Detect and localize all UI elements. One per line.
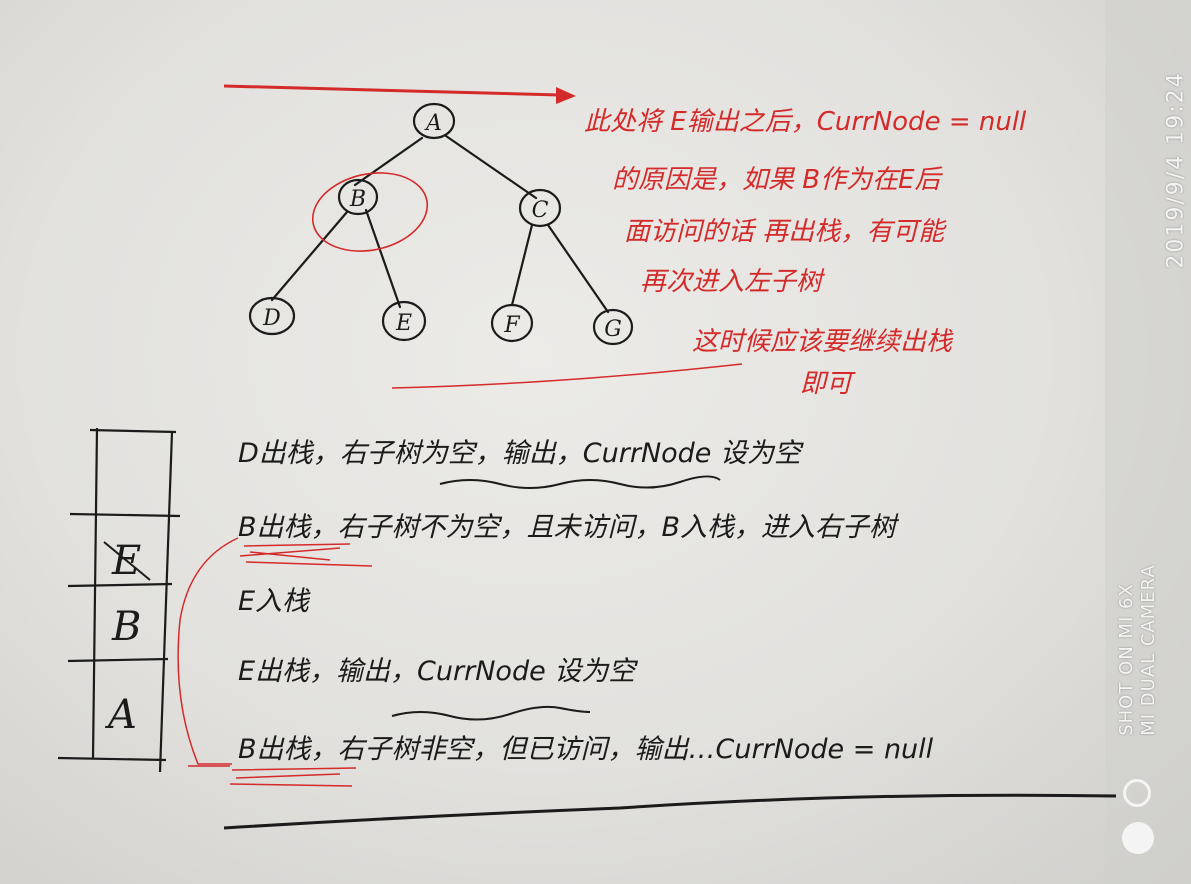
black-note-line-4: E出栈，输出，CurrNode 设为空 <box>238 656 638 687</box>
red-note-line-1: 此处将 E输出之后，CurrNode = null <box>584 107 1027 137</box>
camera-watermark: SHOT ON MI 6X MI DUAL CAMERA <box>1116 564 1160 736</box>
black-note-line-1: D出栈，右子树为空，输出，CurrNode 设为空 <box>238 438 804 469</box>
camera-dot-icon <box>1122 822 1154 854</box>
red-note-line-2: 的原因是，如果 B作为在E后 <box>612 165 944 195</box>
red-circle-around-b <box>311 172 429 252</box>
stack-drawing <box>57 427 181 773</box>
black-note-line-3: E入栈 <box>238 586 311 617</box>
tree-node-e: E <box>381 300 427 342</box>
stack-cell-a: A <box>104 692 137 738</box>
wavy-underline-1 <box>439 475 721 489</box>
tree-node-c-label: C <box>532 198 549 223</box>
red-note-line-4: 再次进入左子树 <box>640 267 825 297</box>
tree-node-b: B <box>337 178 379 216</box>
tree-node-d-label: D <box>262 306 281 331</box>
bottom-rule-line <box>223 793 1117 830</box>
photo-timestamp: 2019/9/4 19:24 <box>1163 71 1189 269</box>
red-underline-stroke <box>391 363 743 389</box>
black-note-line-5: B出栈，右子树非空，但已访问，输出…CurrNode = null <box>238 734 934 765</box>
watermark-line-1: SHOT ON MI 6X <box>1116 583 1137 736</box>
tree-node-f: F <box>490 303 534 343</box>
red-note-line-3: 面访问的话 再出栈，有可能 <box>624 217 947 247</box>
black-notes: D出栈，右子树为空，输出，CurrNode 设为空 B出栈，右子树不为空，且未访… <box>238 438 934 765</box>
red-arrow <box>223 84 576 104</box>
tree-node-e-label: E <box>395 311 412 336</box>
tree-node-c: C <box>518 188 562 228</box>
stack-cell-e-strike <box>103 541 151 581</box>
red-note-line-6: 即可 <box>800 369 856 399</box>
tree-node-g: G <box>592 308 634 346</box>
red-note-line-5: 这时候应该要继续出栈 <box>692 327 954 357</box>
tree-edges <box>270 134 610 314</box>
black-note-line-2: B出栈，右子树不为空，且未访问，B入栈，进入右子树 <box>238 512 900 543</box>
red-notes: 此处将 E输出之后，CurrNode = null 的原因是，如果 B作为在E后… <box>584 107 1027 399</box>
red-scribbles <box>177 537 373 787</box>
tree-node-d: D <box>248 296 296 336</box>
tree-node-f-label: F <box>503 313 520 338</box>
wavy-underline-2 <box>391 705 591 721</box>
stack-cells: E B A <box>104 538 141 738</box>
tree-node-a: A <box>412 102 456 140</box>
stack-cell-b: B <box>111 604 141 650</box>
tree-node-b-label: B <box>349 187 366 212</box>
tree-node-g-label: G <box>604 317 622 342</box>
camera-ring-icon <box>1123 779 1151 807</box>
watermark-line-2: MI DUAL CAMERA <box>1138 564 1159 736</box>
tree-node-a-label: A <box>424 111 442 136</box>
